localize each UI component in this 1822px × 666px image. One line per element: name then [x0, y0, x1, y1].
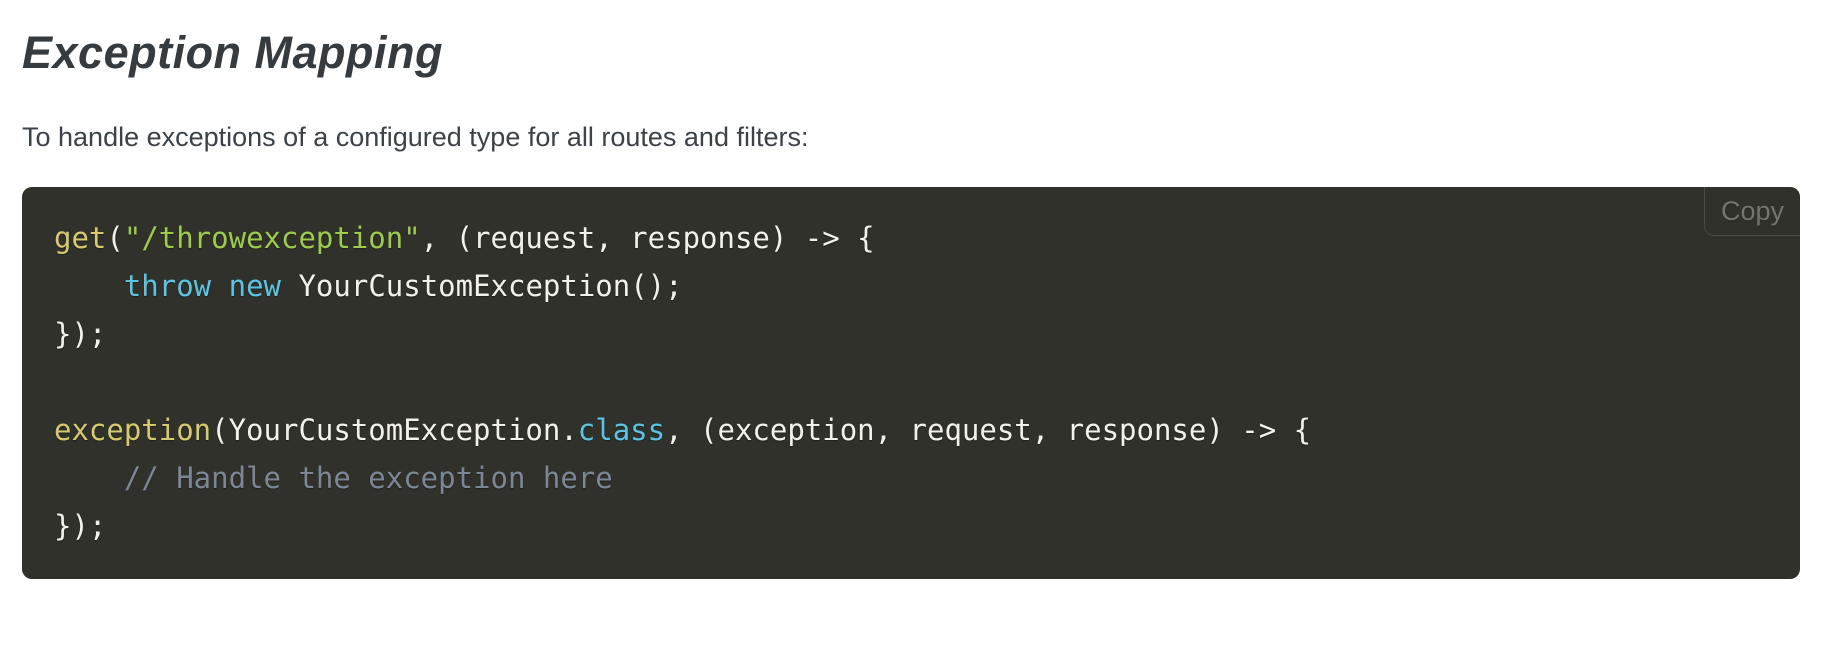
intro-text: To handle exceptions of a configured typ…	[22, 121, 809, 152]
code-block: Copy get("/throwexception", (request, re…	[22, 187, 1800, 580]
documentation-page: Exception Mapping To handle exceptions o…	[22, 27, 1800, 580]
code-snippet: get("/throwexception", (request, respons…	[54, 221, 1312, 544]
code-content: get("/throwexception", (request, respons…	[54, 214, 1768, 550]
copy-button[interactable]: Copy	[1704, 187, 1800, 237]
page-title: Exception Mapping	[22, 27, 444, 78]
